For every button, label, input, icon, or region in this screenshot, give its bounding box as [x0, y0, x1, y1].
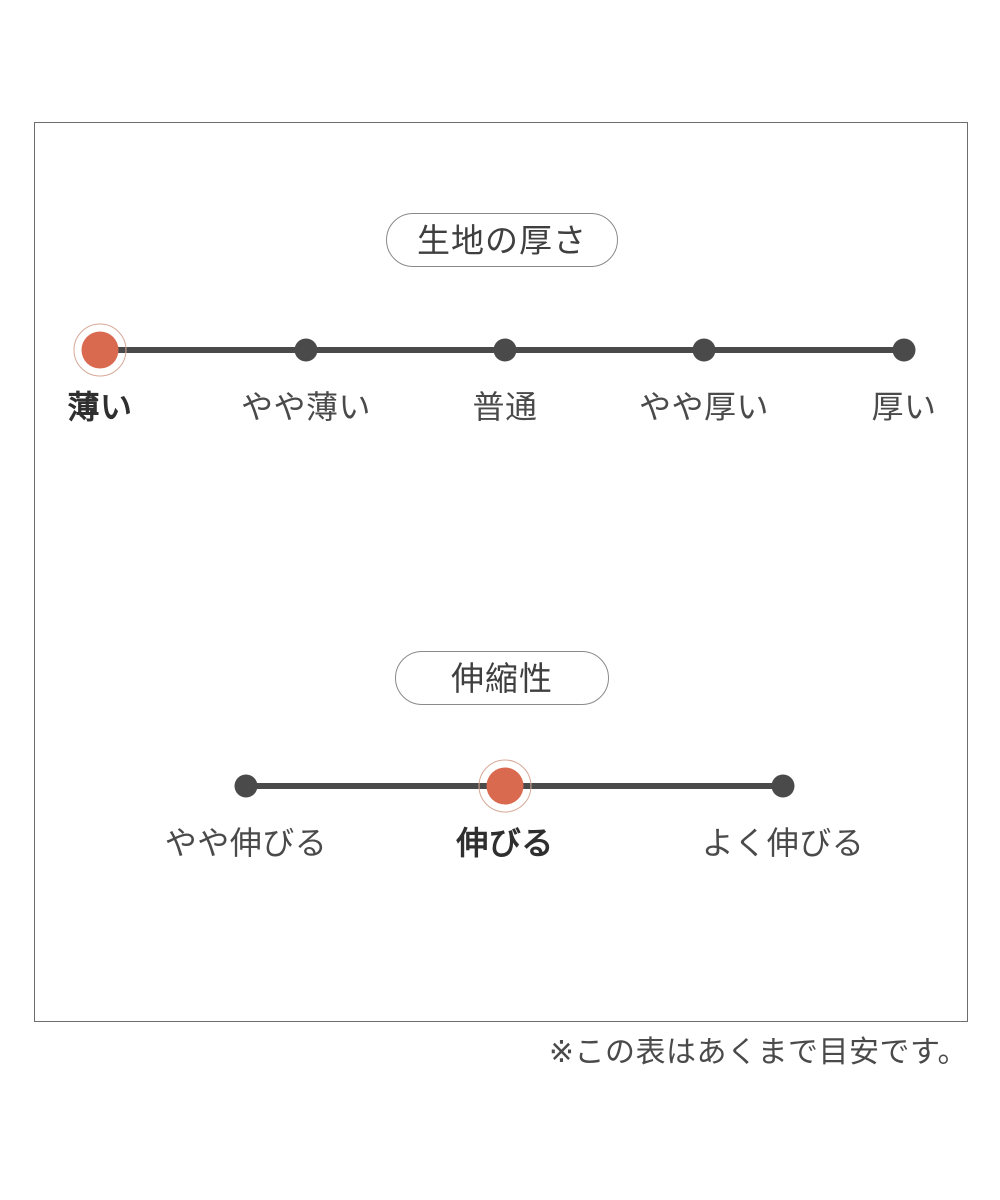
- scale-label-stretch-0: やや伸びる: [164, 824, 328, 862]
- scale-label-fabric-thickness-2: 普通: [472, 388, 538, 426]
- scale-point-stretch-0[interactable]: [234, 774, 258, 798]
- scale-label-stretch-1: 伸びる: [456, 824, 554, 862]
- scale-point-fabric-thickness-3[interactable]: [692, 338, 716, 362]
- scale-point-fabric-thickness-4[interactable]: [892, 338, 916, 362]
- scale-point-stretch-1[interactable]: [478, 759, 532, 813]
- scale-point-fabric-thickness-0[interactable]: [73, 323, 127, 377]
- scale-point-fabric-thickness-2[interactable]: [493, 338, 517, 362]
- scale-label-fabric-thickness-1: やや薄い: [240, 388, 372, 426]
- section-heading-fabric-thickness-wrap: 生地の厚さ: [35, 213, 969, 267]
- scale-fabric-thickness[interactable]: 薄い やや薄い 普通 やや厚い 厚い: [35, 313, 969, 473]
- section-heading-fabric-thickness: 生地の厚さ: [386, 213, 618, 267]
- scale-point-fabric-thickness-1[interactable]: [294, 338, 318, 362]
- section-heading-stretch: 伸縮性: [395, 651, 609, 705]
- disclaimer-note: ※この表はあくまで目安です。: [548, 1035, 968, 1070]
- scale-label-stretch-2: よく伸びる: [701, 824, 865, 862]
- fabric-attribute-chart-frame: 生地の厚さ 薄い やや薄い 普通 やや厚い 厚い 伸縮性 やや伸びる 伸びる よく伸びる: [34, 122, 968, 1022]
- scale-stretch[interactable]: やや伸びる 伸びる よく伸びる: [35, 749, 969, 909]
- section-heading-stretch-wrap: 伸縮性: [35, 651, 969, 705]
- scale-label-fabric-thickness-0: 薄い: [67, 388, 133, 426]
- scale-label-fabric-thickness-3: やや厚い: [638, 388, 770, 426]
- scale-point-stretch-2[interactable]: [771, 774, 795, 798]
- scale-label-fabric-thickness-4: 厚い: [871, 388, 937, 426]
